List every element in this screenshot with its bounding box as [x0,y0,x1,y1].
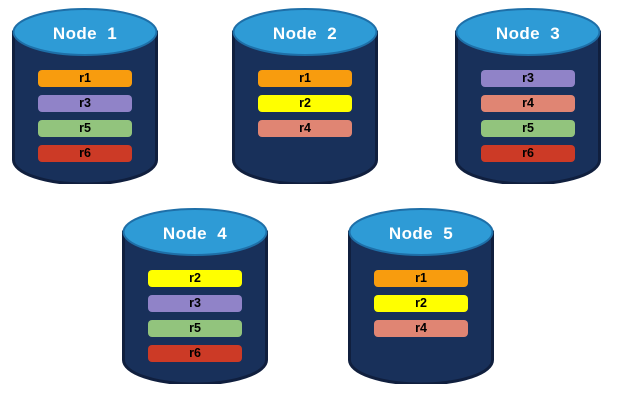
replica-bar-r6[interactable]: r6 [38,145,132,162]
replica-list: r1 r2 r4 [258,70,352,137]
replica-bar-r4[interactable]: r4 [258,120,352,137]
replica-bar-r3[interactable]: r3 [148,295,242,312]
replica-bar-r3[interactable]: r3 [481,70,575,87]
replica-bar-r2[interactable]: r2 [374,295,468,312]
replica-list: r2 r3 r5 r6 [148,270,242,362]
cylinder-top-ellipse [455,8,601,56]
replica-bar-r6[interactable]: r6 [148,345,242,362]
replica-bar-r4[interactable]: r4 [481,95,575,112]
replica-list: r1 r3 r5 r6 [38,70,132,162]
replica-bar-r2[interactable]: r2 [258,95,352,112]
replica-bar-r1[interactable]: r1 [258,70,352,87]
replica-list: r3 r4 r5 r6 [481,70,575,162]
replica-bar-r5[interactable]: r5 [148,320,242,337]
cylinder-top-ellipse [122,208,268,256]
cylinder-top-ellipse [232,8,378,56]
replica-bar-r5[interactable]: r5 [481,120,575,137]
cylinder-top-ellipse [12,8,158,56]
replica-bar-r1[interactable]: r1 [374,270,468,287]
replica-bar-r1[interactable]: r1 [38,70,132,87]
replica-bar-r3[interactable]: r3 [38,95,132,112]
replica-list: r1 r2 r4 [374,270,468,337]
replica-bar-r6[interactable]: r6 [481,145,575,162]
replica-bar-r5[interactable]: r5 [38,120,132,137]
replica-bar-r2[interactable]: r2 [148,270,242,287]
cylinder-top-ellipse [348,208,494,256]
replica-bar-r4[interactable]: r4 [374,320,468,337]
